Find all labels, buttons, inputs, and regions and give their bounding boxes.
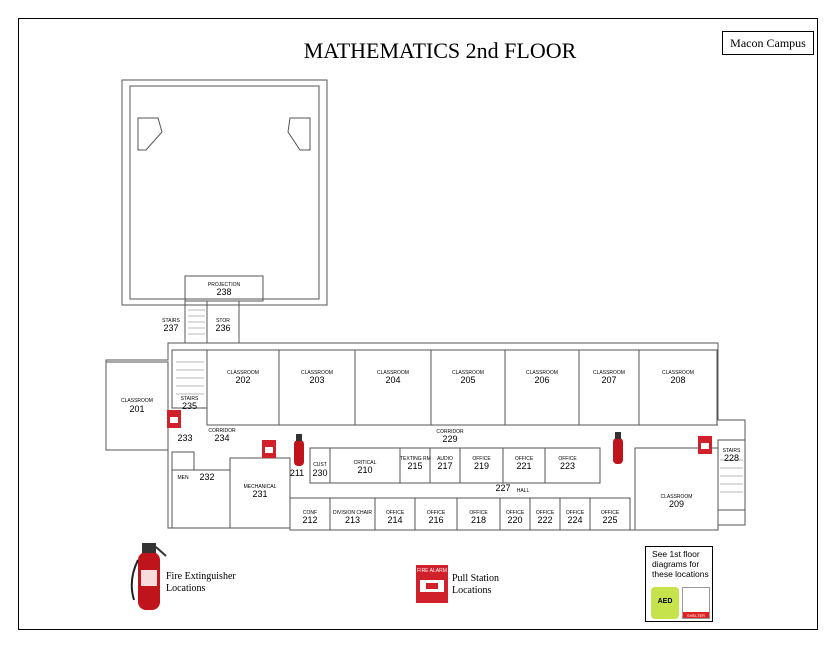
room-name: CORRIDOR [436, 429, 464, 435]
room-number: 224 [567, 515, 583, 525]
room-number: 233 [177, 433, 193, 443]
room-number: 206 [534, 375, 550, 385]
room-name: CONF [302, 510, 318, 516]
room-name: PROJECTION [207, 282, 241, 288]
room-number: 237 [163, 323, 179, 333]
room-number: 213 [344, 515, 361, 525]
room-name: OFFICE [535, 510, 555, 516]
room-name: CLASSROOM [526, 370, 558, 376]
room-name: OFFICE [469, 510, 488, 516]
room-name: CUST [313, 462, 327, 468]
room-number: 238 [216, 287, 232, 297]
pull-station-marker [167, 410, 181, 428]
pull-station-legend-icon [416, 565, 448, 603]
room-name: CLASSROOM [301, 370, 333, 376]
room-name: CLASSROOM [593, 370, 625, 376]
fire-extinguisher-marker [294, 434, 304, 466]
room-name: MEN [177, 475, 189, 481]
tornado-shelter-icon: TORNADO SHELTER [682, 587, 710, 619]
tornado-icon-text: TORNADO SHELTER [686, 608, 706, 618]
room-name: OFFICE [505, 510, 525, 516]
room-number: 229 [442, 434, 458, 444]
room-number: 212 [302, 515, 318, 525]
room-name: CLASSROOM [227, 370, 259, 376]
room-number: 218 [470, 515, 487, 525]
room-number: 216 [428, 515, 444, 525]
room-number: 205 [460, 375, 476, 385]
room-name: OFFICE [426, 510, 446, 516]
aed-tornado-note: See 1st floor diagrams for these locatio… [645, 546, 713, 622]
room-number: 214 [387, 515, 403, 525]
room-number: 202 [235, 375, 251, 385]
room-number: 222 [537, 515, 553, 525]
room-name: OFFICE [558, 456, 577, 462]
map-frame [18, 18, 818, 630]
room-name: OFFICE [600, 510, 620, 516]
room-number: 234 [214, 433, 230, 443]
room-name: STAIRS [180, 396, 199, 402]
room-name: STOR [216, 318, 230, 324]
room-number: 235 [181, 401, 198, 411]
room-name: STAIRS [722, 448, 741, 454]
room-number: 225 [602, 515, 618, 525]
room-name: AUDIO [437, 456, 453, 462]
room-number: 209 [668, 499, 685, 509]
pull-station-marker [698, 436, 712, 454]
pull-station-sign-text: FIRE ALARM [417, 568, 447, 574]
auditorium-outline [121, 79, 328, 306]
aed-note-text: See 1st floor diagrams for these locatio… [652, 549, 709, 579]
room-name: STAIRS [162, 318, 180, 324]
pull-station-legend-label: Pull Station Locations [452, 573, 499, 596]
room-name: HALL [516, 488, 530, 494]
room-name: CRITICAL [353, 460, 377, 466]
aed-icon: AED [651, 587, 679, 619]
room-name: OFFICE [472, 456, 491, 462]
room-number: 227 [495, 483, 511, 493]
room-number: 223 [559, 461, 576, 471]
room-name: CLASSROOM [660, 494, 693, 500]
room-name: CLASSROOM [452, 370, 484, 376]
room-number: 201 [129, 404, 145, 414]
room-number: 228 [723, 453, 740, 463]
room-number: 210 [357, 465, 373, 475]
room-number: 208 [670, 375, 686, 385]
room-name: OFFICE [385, 510, 405, 516]
room-number: 203 [309, 375, 325, 385]
pull-station-marker [262, 440, 276, 458]
room-number: 204 [385, 375, 401, 385]
room-number: 207 [601, 375, 617, 385]
room-number: 232 [199, 472, 215, 482]
room-name: DIVISION CHAIR [333, 510, 372, 516]
room-name: CLASSROOM [377, 370, 409, 376]
room-number: 211 [289, 468, 305, 478]
room-name: OFFICE [565, 510, 585, 516]
fire-extinguisher-legend-icon [130, 543, 167, 610]
extinguisher-legend-label: Fire Extinguisher Locations [166, 571, 236, 594]
room-number: 219 [473, 461, 490, 471]
campus-label: Macon Campus [722, 31, 814, 55]
room-name: CORRIDOR [208, 428, 236, 434]
room-number: 215 [407, 461, 423, 471]
room-number: 220 [507, 515, 523, 525]
room-name: TEXTING RM [400, 456, 431, 462]
room-name: OFFICE [514, 456, 534, 462]
room-number: 230 [312, 468, 328, 478]
aed-icon-text: AED [657, 598, 673, 605]
page-title: MATHEMATICS 2nd FLOOR [303, 38, 577, 63]
room-name: CLASSROOM [662, 370, 694, 376]
room-name: CLASSROOM [121, 398, 153, 404]
room-number: 221 [516, 461, 532, 471]
fire-extinguisher-marker [613, 432, 623, 464]
room-number: 236 [215, 323, 231, 333]
room-number: 217 [437, 461, 453, 471]
room-name: MECHANICAL [243, 484, 277, 490]
room-number: 231 [252, 489, 268, 499]
